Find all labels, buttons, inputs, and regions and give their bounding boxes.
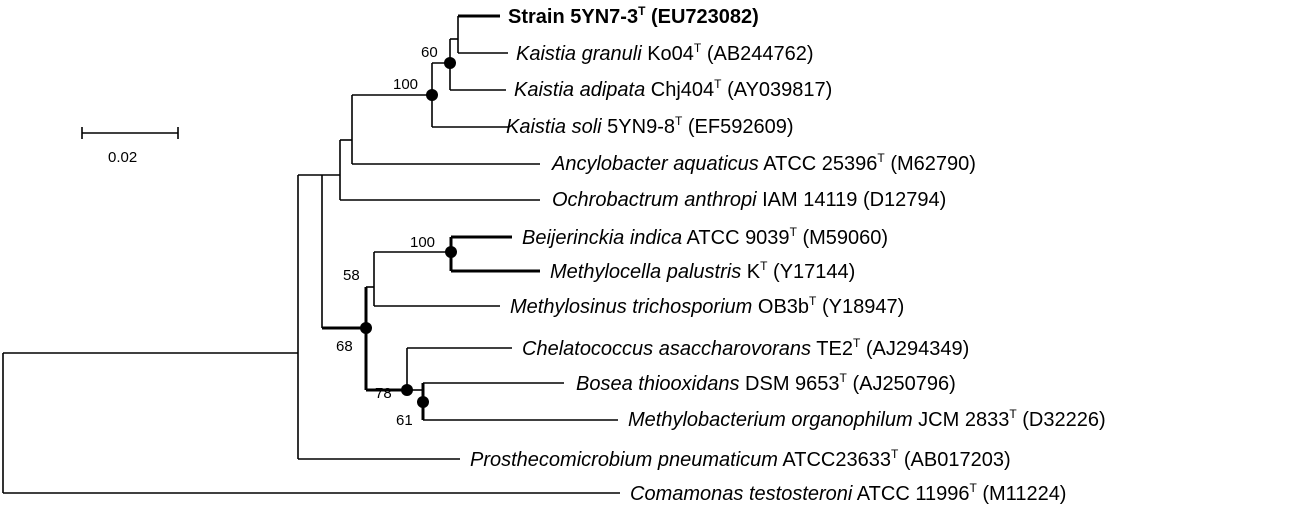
bootstrap-61: 61 [396,412,413,429]
taxon-label-beijerinckia: Beijerinckia indica ATCC 9039T (M59060) [522,225,888,249]
bootstrap-100-kaistia: 100 [393,76,418,93]
bootstrap-values: 60 100 100 58 68 78 61 [336,44,438,429]
bootstrap-100-beij: 100 [410,234,435,251]
node-dots [360,57,457,408]
taxon-label-prosthecomicrobium: Prosthecomicrobium pneumaticum ATCC23633… [470,447,1011,471]
taxon-label-chelatococcus: Chelatococcus asaccharovorans TE2T (AJ29… [522,336,969,360]
scale-bar-label: 0.02 [108,149,137,166]
taxon-label-strain: Strain 5YN7-3T (EU723082) [508,4,759,28]
bootstrap-60: 60 [421,44,438,61]
node-dot-big-group [360,322,372,334]
taxon-label-methylocella: Methylocella palustris KT (Y17144) [550,259,855,283]
taxon-labels: Strain 5YN7-3T (EU723082) Kaistia granul… [470,4,1106,505]
taxon-label-methylobacterium: Methylobacterium organophilum JCM 2833T … [628,407,1106,431]
node-dot-kgranuli-kadipata [444,57,456,69]
taxon-label-ancylobacter: Ancylobacter aquaticus ATCC 25396T (M627… [551,151,976,175]
taxon-label-comamonas: Comamonas testosteroni ATCC 11996T (M112… [630,481,1066,505]
scale-bar: 0.02 [81,127,179,166]
taxon-label-ksoli: Kaistia soli 5YN9-8T (EF592609) [506,114,794,138]
taxon-label-kgranuli: Kaistia granuli Ko04T (AB244762) [516,41,814,65]
taxon-label-methylosinus: Methylosinus trichosporium OB3bT (Y18947… [510,294,904,318]
bootstrap-58: 58 [343,267,360,284]
node-dot-kaistia [426,89,438,101]
bootstrap-78: 78 [375,385,392,402]
taxon-label-bosea: Bosea thiooxidans DSM 9653T (AJ250796) [576,371,956,395]
taxon-label-kadipata: Kaistia adipata Chj404T (AY039817) [514,77,832,101]
node-dot-bosea-methylobact [417,396,429,408]
taxon-label-ochrobactrum: Ochrobactrum anthropi IAM 14119 (D12794) [552,189,946,211]
bootstrap-68: 68 [336,338,353,355]
node-dot-bosea-group [401,384,413,396]
node-dot-beij-methylocella [445,246,457,258]
tree-branches [2,14,620,494]
